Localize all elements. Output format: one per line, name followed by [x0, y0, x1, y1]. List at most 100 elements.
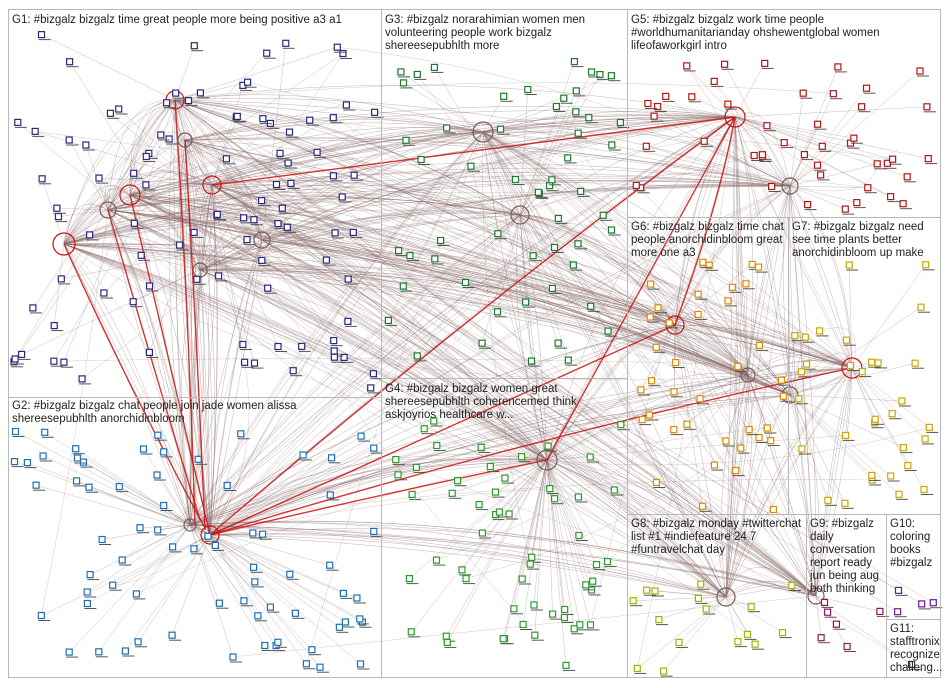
node[interactable]: [395, 247, 403, 255]
node[interactable]: [576, 187, 585, 195]
node[interactable]: [755, 433, 763, 442]
node[interactable]: [633, 664, 641, 673]
node[interactable]: [357, 432, 365, 440]
node[interactable]: [850, 134, 858, 142]
node[interactable]: [570, 57, 579, 66]
node[interactable]: [893, 608, 902, 616]
node[interactable]: [696, 395, 704, 403]
node[interactable]: [562, 661, 570, 670]
node[interactable]: [274, 638, 282, 646]
hub-node[interactable]: [200, 525, 220, 545]
node[interactable]: [106, 109, 115, 117]
node[interactable]: [642, 142, 650, 150]
node[interactable]: [899, 200, 907, 208]
node[interactable]: [758, 151, 767, 159]
node[interactable]: [925, 423, 933, 431]
node[interactable]: [194, 455, 202, 463]
node[interactable]: [291, 609, 299, 617]
node[interactable]: [289, 367, 297, 375]
node[interactable]: [517, 453, 526, 461]
node[interactable]: [672, 358, 680, 367]
hub-node[interactable]: [781, 177, 799, 195]
node[interactable]: [767, 182, 776, 191]
node[interactable]: [65, 136, 73, 144]
node[interactable]: [842, 336, 851, 344]
node[interactable]: [190, 545, 198, 553]
node[interactable]: [799, 89, 807, 97]
node[interactable]: [617, 421, 625, 429]
node[interactable]: [829, 90, 837, 98]
node[interactable]: [478, 339, 486, 347]
node[interactable]: [554, 214, 563, 222]
node[interactable]: [168, 631, 176, 639]
node[interactable]: [637, 386, 645, 394]
node[interactable]: [795, 395, 803, 403]
node[interactable]: [550, 243, 559, 252]
node[interactable]: [160, 501, 168, 510]
node[interactable]: [921, 435, 929, 443]
node[interactable]: [169, 543, 177, 551]
hub-node[interactable]: [202, 175, 222, 195]
node[interactable]: [800, 151, 809, 159]
node[interactable]: [592, 560, 601, 569]
node[interactable]: [274, 220, 282, 228]
hub-node[interactable]: [841, 357, 863, 379]
node[interactable]: [544, 442, 552, 450]
node[interactable]: [299, 451, 307, 459]
node[interactable]: [560, 94, 568, 102]
node[interactable]: [791, 332, 799, 340]
node[interactable]: [213, 210, 221, 218]
node[interactable]: [864, 184, 872, 192]
node[interactable]: [589, 577, 597, 585]
node[interactable]: [574, 240, 582, 248]
node[interactable]: [815, 327, 824, 335]
node[interactable]: [433, 441, 441, 450]
node[interactable]: [530, 601, 538, 609]
node[interactable]: [145, 348, 153, 356]
node[interactable]: [534, 188, 543, 196]
node[interactable]: [229, 653, 237, 661]
node[interactable]: [137, 251, 145, 259]
node[interactable]: [98, 535, 106, 544]
node[interactable]: [801, 333, 809, 341]
node[interactable]: [654, 102, 662, 111]
node[interactable]: [250, 563, 258, 571]
node[interactable]: [184, 96, 193, 105]
node[interactable]: [402, 136, 410, 144]
node[interactable]: [888, 155, 897, 163]
node[interactable]: [818, 142, 826, 150]
node[interactable]: [370, 444, 378, 452]
node[interactable]: [548, 610, 557, 618]
node[interactable]: [121, 647, 130, 655]
node[interactable]: [700, 137, 708, 145]
node[interactable]: [887, 472, 895, 480]
node[interactable]: [286, 570, 294, 578]
node[interactable]: [778, 628, 787, 637]
node[interactable]: [477, 443, 485, 451]
node[interactable]: [745, 426, 753, 434]
hub-node[interactable]: [536, 449, 558, 471]
node[interactable]: [853, 199, 861, 207]
node[interactable]: [643, 586, 651, 594]
node[interactable]: [587, 68, 596, 76]
node[interactable]: [261, 641, 269, 650]
node[interactable]: [874, 359, 882, 367]
node[interactable]: [154, 431, 162, 439]
node[interactable]: [83, 599, 92, 608]
node[interactable]: [254, 612, 262, 620]
node[interactable]: [699, 258, 707, 266]
node[interactable]: [139, 445, 148, 453]
node[interactable]: [528, 553, 536, 561]
node[interactable]: [367, 384, 375, 392]
node[interactable]: [430, 417, 438, 425]
node[interactable]: [313, 148, 321, 156]
node[interactable]: [11, 355, 19, 363]
node[interactable]: [834, 63, 842, 71]
node[interactable]: [646, 280, 655, 288]
node[interactable]: [250, 359, 259, 367]
node[interactable]: [342, 101, 350, 109]
node[interactable]: [743, 630, 752, 639]
node[interactable]: [526, 560, 534, 568]
node[interactable]: [341, 618, 349, 626]
node[interactable]: [467, 162, 475, 170]
